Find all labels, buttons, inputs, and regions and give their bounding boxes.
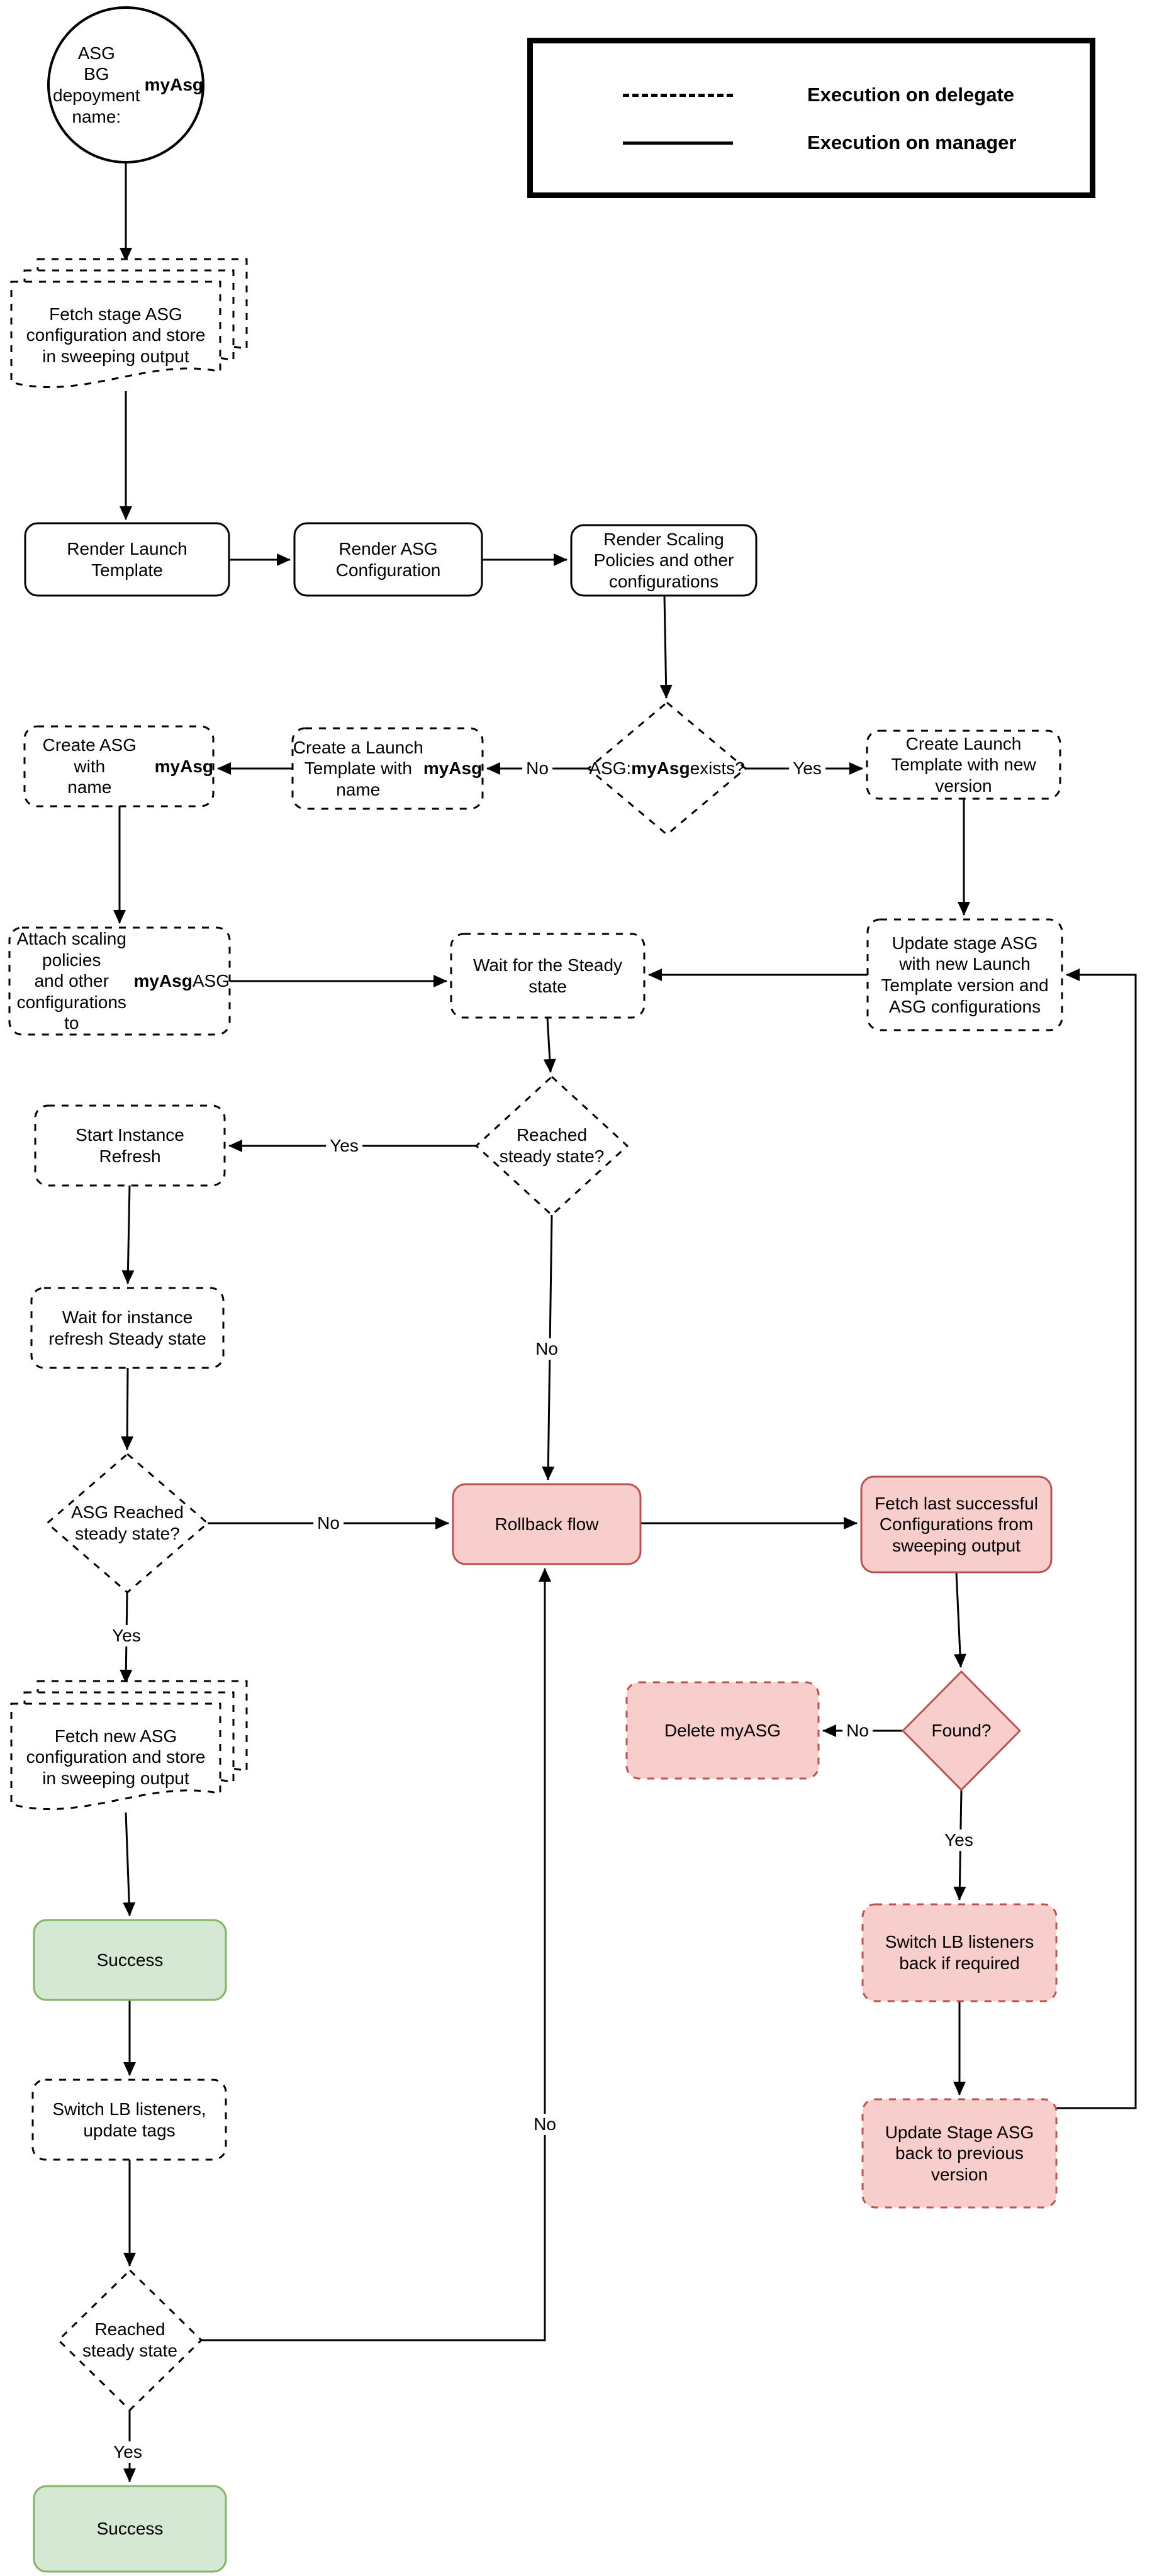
- node-shape-render-scaling: [570, 524, 758, 597]
- node-shape-reached-1: [475, 1075, 629, 1216]
- node-shape-render-asg: [293, 522, 483, 597]
- edge-fetch-last-to-found: [954, 1572, 967, 1668]
- edge-label-yes: Yes: [789, 758, 825, 779]
- node-shape-delete-asg: [625, 1681, 820, 1780]
- node-shape-start-refresh: [34, 1104, 226, 1187]
- edge-label-yes: Yes: [326, 1135, 362, 1157]
- dashed-line-sample: [623, 93, 733, 97]
- node-shape-asg-reached: [46, 1453, 209, 1594]
- legend-label-delegate: Execution on delegate: [807, 84, 1015, 106]
- edge-label-yes: Yes: [941, 1829, 977, 1851]
- node-shape-switch-lb: [31, 2079, 227, 2161]
- node-shape-update-stage-back: [861, 2098, 1058, 2209]
- edge-label-yes: Yes: [109, 2441, 146, 2463]
- edge-wait-steady-to-reached-1: [543, 1017, 556, 1073]
- edge-start-refresh-to-wait-refresh: [121, 1185, 135, 1284]
- solid-line-sample: [623, 141, 733, 145]
- node-shape-found: [902, 1670, 1021, 1791]
- node-shape-create-lt-new: [866, 730, 1061, 800]
- node-shape-wait-steady: [450, 933, 646, 1019]
- node-shape-fetch-last: [860, 1475, 1053, 1574]
- node-shape-wait-refresh: [30, 1287, 225, 1369]
- edge-wait-refresh-to-asg-reached: [121, 1367, 134, 1450]
- edge-fetch-new-to-success-1: [123, 1812, 136, 1916]
- node-shape-reached-2: [57, 2269, 203, 2411]
- legend: Execution on delegate Execution on manag…: [527, 38, 1095, 198]
- node-shape-switch-lb-back: [861, 1903, 1058, 2002]
- edge-update-stage-back-to-update-stage: [1056, 969, 1137, 2109]
- node-shape-create-asg: [23, 725, 215, 808]
- node-shape-fetch-stage: [10, 280, 221, 388]
- node-shape-update-stage: [866, 918, 1063, 1031]
- node-shape-rollback: [452, 1483, 642, 1565]
- node-shape-asg-exists: [587, 701, 747, 836]
- legend-row-manager: Execution on manager: [623, 130, 1016, 155]
- edge-label-yes: Yes: [108, 1625, 145, 1646]
- edge-render-scaling-to-asg-exists: [659, 595, 673, 699]
- edge-label-no: No: [522, 758, 552, 779]
- edge-label-no: No: [313, 1513, 344, 1534]
- node-shape-success-2: [33, 2485, 227, 2573]
- legend-label-manager: Execution on manager: [807, 131, 1017, 153]
- node-shape-create-a-lt: [291, 727, 484, 810]
- node-shape-start: [47, 6, 204, 164]
- edge-label-no: No: [842, 1720, 873, 1741]
- edge-label-no: No: [532, 1338, 562, 1360]
- node-shape-fetch-new: [10, 1702, 221, 1810]
- node-shape-attach-scaling: [8, 926, 231, 1036]
- legend-row-delegate: Execution on delegate: [623, 82, 1014, 108]
- node-shape-success-1: [33, 1919, 227, 2001]
- node-shape-render-launch: [24, 522, 230, 597]
- edge-reached-2-to-rollback: [201, 1568, 551, 2341]
- edge-label-no: No: [530, 2114, 560, 2135]
